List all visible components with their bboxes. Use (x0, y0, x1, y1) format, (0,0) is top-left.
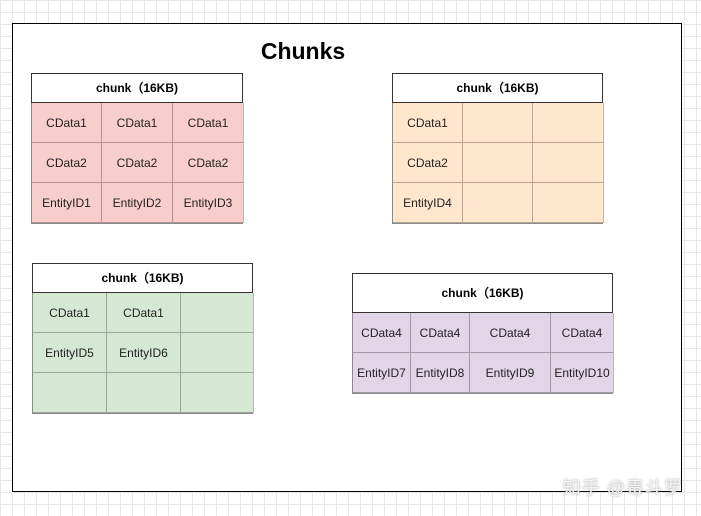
chunk-cell: EntityID6 (107, 333, 181, 373)
chunk-cell: EntityID8 (411, 353, 470, 393)
chunk-cell (533, 183, 604, 223)
chunk-cell (463, 183, 533, 223)
chunk-header: chunk（16KB) (32, 263, 253, 293)
chunk-cell: CData4 (411, 313, 470, 353)
chunk-cell: CData1 (33, 293, 107, 333)
chunk-cell: EntityID7 (353, 353, 411, 393)
chunk-cell (533, 143, 604, 183)
chunk-cell: CData1 (32, 103, 102, 143)
chunk-cell: EntityID1 (32, 183, 102, 223)
chunk-cell (463, 143, 533, 183)
chunk-cell: CData2 (32, 143, 102, 183)
chunk-cell: EntityID9 (470, 353, 551, 393)
chunk-header: chunk（16KB) (31, 73, 243, 103)
diagram-title: Chunks (260, 38, 346, 64)
chunk-cell: CData2 (102, 143, 173, 183)
chunk-cell: EntityID3 (173, 183, 244, 223)
chunk-cell: CData4 (353, 313, 411, 353)
chunk-header: chunk（16KB) (352, 273, 613, 313)
chunk-cell (181, 373, 254, 413)
chunk-cell: EntityID5 (33, 333, 107, 373)
chunk-cell (463, 103, 533, 143)
chunk-cell (181, 293, 254, 333)
chunk-cell: CData1 (107, 293, 181, 333)
chunk-cell (33, 373, 107, 413)
chunk-cell: EntityID2 (102, 183, 173, 223)
chunk-cell: CData4 (551, 313, 614, 353)
chunk-cell: CData1 (173, 103, 244, 143)
chunk-cell: EntityID4 (393, 183, 463, 223)
chunk-cell (181, 333, 254, 373)
chunk-cell: CData2 (393, 143, 463, 183)
chunk-cell: EntityID10 (551, 353, 614, 393)
chunk-header: chunk（16KB) (392, 73, 603, 103)
chunk-cell (107, 373, 181, 413)
chunk-cell: CData1 (393, 103, 463, 143)
chunk-cell: CData1 (102, 103, 173, 143)
chunk-cell (533, 103, 604, 143)
watermark: 知乎 @毒斗罗 (562, 478, 683, 498)
chunk-cell: CData4 (470, 313, 551, 353)
chunk-cell: CData2 (173, 143, 244, 183)
